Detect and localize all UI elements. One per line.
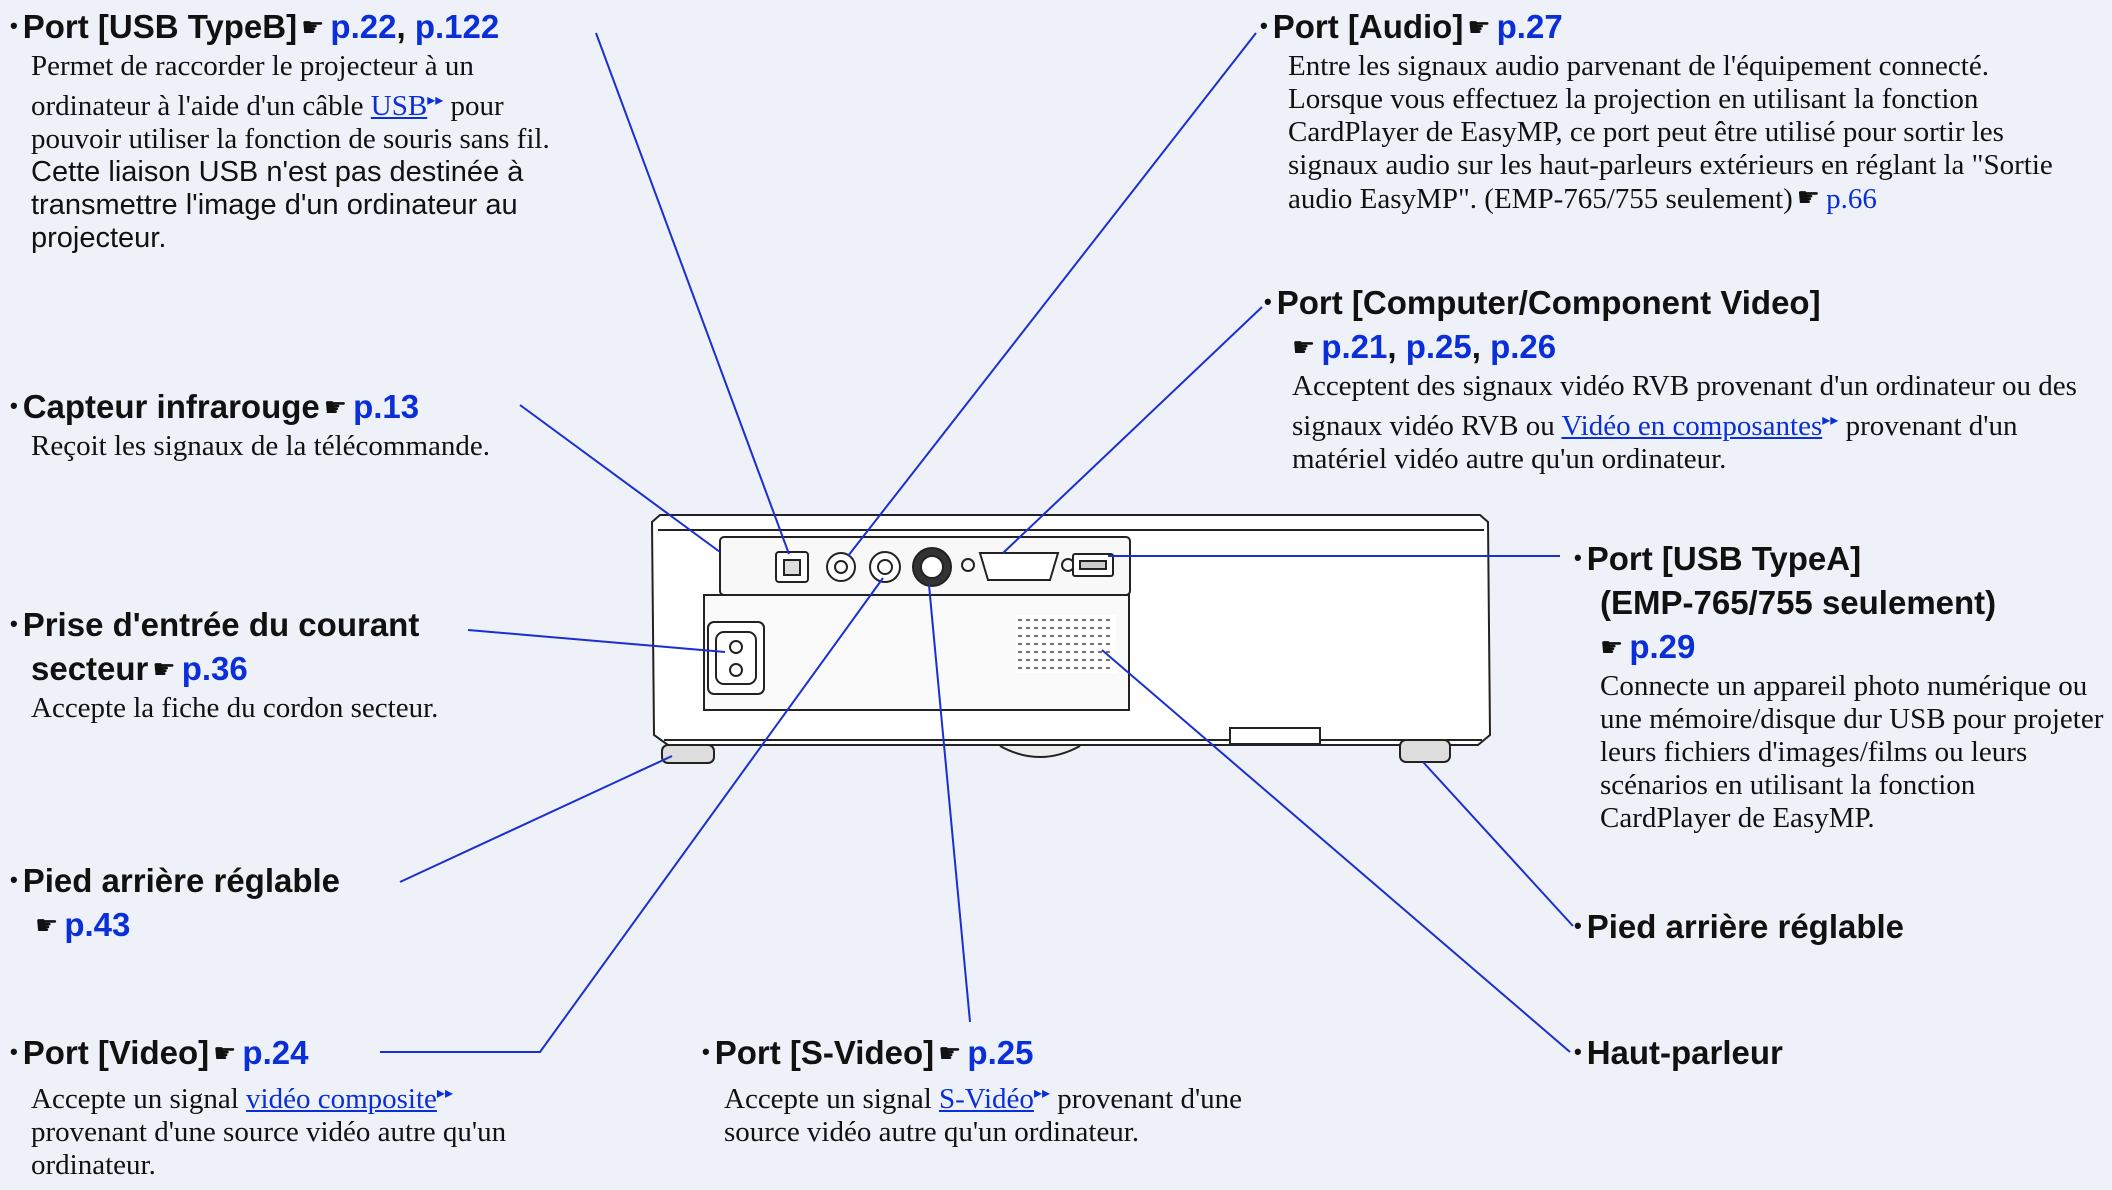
ir-sensor-description: Reçoit les signaux de la télécommande. bbox=[31, 430, 491, 462]
hand-pointer-icon: ☛ bbox=[213, 1039, 237, 1069]
audio-port-callout: •Port [Audio]☛p.27 Entre les signaux aud… bbox=[1260, 4, 2080, 216]
svideo-port-title: •Port [S-Video]☛p.25 bbox=[702, 1034, 1034, 1071]
power-inlet-description: Accepte la fiche du cordon secteur. bbox=[31, 692, 439, 724]
video-port-description: Accepte un signal vidéo composite▸▸ prov… bbox=[31, 1083, 507, 1181]
glossary-link-component-video[interactable]: Vidéo en composantes bbox=[1561, 410, 1823, 442]
page-ref-link[interactable]: p.26 bbox=[1490, 328, 1557, 365]
usb-typeb-title: •Port [USB TypeB]☛p.22, p.122 bbox=[10, 8, 500, 45]
page-ref-link[interactable]: p.66 bbox=[1826, 183, 1877, 215]
video-port-title: •Port [Video]☛p.24 bbox=[10, 1034, 309, 1071]
page-ref-link[interactable]: p.43 bbox=[64, 906, 131, 943]
hand-pointer-icon: ☛ bbox=[1600, 633, 1624, 663]
hand-pointer-icon: ☛ bbox=[1467, 13, 1491, 43]
page-ref-link[interactable]: p.122 bbox=[414, 8, 500, 45]
glossary-arrow-icon: ▸▸ bbox=[1033, 1083, 1050, 1102]
power-inlet-title-2: secteur☛p.36 bbox=[31, 650, 248, 687]
glossary-link-s-video[interactable]: S-Vidéo bbox=[939, 1083, 1034, 1115]
leader-lines bbox=[380, 32, 1574, 1053]
projector-illustration bbox=[650, 514, 1492, 764]
usb-typeb-description: Permet de raccorder le projecteur à un o… bbox=[31, 50, 550, 254]
ir-sensor-callout: •Capteur infrarouge☛p.13 Reçoit les sign… bbox=[10, 384, 570, 463]
usb-typea-title-2: (EMP-765/755 seulement) bbox=[1600, 584, 1997, 621]
page-ref-link[interactable]: p.22 bbox=[330, 8, 397, 45]
rear-foot-left-title: •Pied arrière réglable bbox=[10, 862, 341, 899]
hand-pointer-icon: ☛ bbox=[301, 13, 325, 43]
page-ref-link[interactable]: p.29 bbox=[1629, 628, 1696, 665]
page-ref-link[interactable]: p.36 bbox=[181, 650, 248, 687]
speaker-grille bbox=[1018, 619, 1114, 669]
power-inlet-callout: •Prise d'entrée du courant secteur☛p.36 … bbox=[10, 602, 570, 725]
page-ref-link[interactable]: p.24 bbox=[242, 1034, 309, 1071]
computer-port-title: •Port [Computer/Component Video] bbox=[1264, 284, 1821, 321]
audio-port-description: Entre les signaux audio parvenant de l'é… bbox=[1288, 50, 2053, 215]
glossary-arrow-icon: ▸▸ bbox=[427, 90, 444, 109]
audio-port-title: •Port [Audio]☛p.27 bbox=[1260, 8, 1563, 45]
computer-port-refs: ☛p.21, p.25, p.26 bbox=[1292, 328, 1557, 365]
speaker-title: •Haut-parleur bbox=[1574, 1034, 1783, 1071]
page-ref-link[interactable]: p.27 bbox=[1496, 8, 1563, 45]
svideo-port-callout: •Port [S-Video]☛p.25 Accepte un signal S… bbox=[702, 1030, 1322, 1149]
usb-typea-title: •Port [USB TypeA] bbox=[1574, 540, 1862, 577]
computer-port-description: Acceptent des signaux vidéo RVB provenan… bbox=[1292, 370, 2077, 475]
rear-foot-right-callout: •Pied arrière réglable bbox=[1574, 904, 2104, 949]
usb-typea-description: Connecte un appareil photo numérique ou … bbox=[1600, 670, 2104, 834]
rear-foot-left-callout: •Pied arrière réglable ☛p.43 bbox=[10, 858, 430, 948]
hand-pointer-icon: ☛ bbox=[323, 393, 348, 423]
glossary-arrow-icon: ▸▸ bbox=[1822, 410, 1839, 429]
speaker-callout: •Haut-parleur bbox=[1574, 1030, 2074, 1075]
glossary-link-composite-video[interactable]: vidéo composite bbox=[246, 1083, 437, 1115]
usb-typeb-callout: •Port [USB TypeB]☛p.22, p.122 Permet de … bbox=[10, 4, 590, 255]
page-ref-link[interactable]: p.25 bbox=[1405, 328, 1472, 365]
rear-foot-left-ref: ☛p.43 bbox=[10, 903, 430, 948]
hand-pointer-icon: ☛ bbox=[35, 911, 59, 941]
page-ref-link[interactable]: p.13 bbox=[353, 388, 420, 425]
glossary-link-usb[interactable]: USB bbox=[370, 90, 428, 122]
hand-pointer-icon: ☛ bbox=[1796, 183, 1821, 213]
video-port-callout: •Port [Video]☛p.24 Accepte un signal vid… bbox=[10, 1030, 530, 1182]
power-inlet-title: •Prise d'entrée du courant bbox=[10, 606, 420, 643]
svideo-port-description: Accepte un signal S-Vidéo▸▸ provenant d'… bbox=[724, 1083, 1243, 1148]
page-ref-link[interactable]: p.21 bbox=[1321, 328, 1388, 365]
ir-sensor-title: •Capteur infrarouge☛p.13 bbox=[10, 388, 420, 425]
glossary-arrow-icon: ▸▸ bbox=[436, 1083, 453, 1102]
hand-pointer-icon: ☛ bbox=[938, 1039, 962, 1069]
hand-pointer-icon: ☛ bbox=[1292, 333, 1316, 363]
usb-typea-callout: •Port [USB TypeA] (EMP-765/755 seulement… bbox=[1574, 536, 2104, 835]
page-ref-link[interactable]: p.25 bbox=[967, 1034, 1034, 1071]
computer-port-callout: •Port [Computer/Component Video] ☛p.21, … bbox=[1264, 280, 2110, 476]
usb-typea-refs: ☛p.29 bbox=[1574, 625, 2104, 670]
hand-pointer-icon: ☛ bbox=[152, 655, 176, 685]
rear-foot-right-title: •Pied arrière réglable bbox=[1574, 908, 1905, 945]
